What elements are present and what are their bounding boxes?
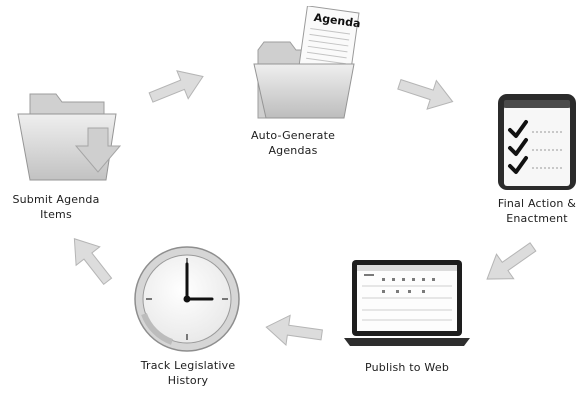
folder-download-icon bbox=[17, 93, 122, 181]
step-label-publish: Publish to Web bbox=[352, 360, 462, 375]
final-action-line-1: Final Action & bbox=[497, 197, 577, 210]
checklist-clipboard-icon bbox=[498, 94, 576, 190]
arrow-final-to-publish-icon bbox=[486, 242, 537, 280]
auto-generate-line-1: Auto-Generate bbox=[250, 129, 336, 142]
step-label-track: Track Legislative History bbox=[126, 358, 250, 388]
arrow-submit-to-generate-icon bbox=[148, 70, 204, 103]
track-line-2: History bbox=[167, 374, 209, 387]
folder-with-agenda-icon: Agenda bbox=[253, 6, 360, 119]
final-action-line-2: Enactment bbox=[506, 212, 568, 225]
step-label-auto-generate: Auto-Generate Agendas bbox=[243, 128, 343, 158]
arrow-publish-to-track-icon bbox=[265, 314, 323, 347]
arrow-generate-to-final-icon bbox=[397, 78, 454, 110]
publish-line-1: Publish to Web bbox=[364, 361, 450, 374]
arrow-track-to-submit-icon bbox=[73, 238, 113, 286]
step-label-final-action: Final Action & Enactment bbox=[489, 196, 585, 226]
step-label-submit: Submit Agenda Items bbox=[6, 192, 106, 222]
track-line-1: Track Legislative bbox=[140, 359, 236, 372]
submit-line-1: Submit Agenda bbox=[12, 193, 100, 206]
submit-line-2: Items bbox=[40, 208, 72, 221]
laptop-icon bbox=[344, 260, 470, 346]
clock-icon bbox=[134, 246, 240, 352]
auto-generate-line-2: Agendas bbox=[268, 144, 318, 157]
